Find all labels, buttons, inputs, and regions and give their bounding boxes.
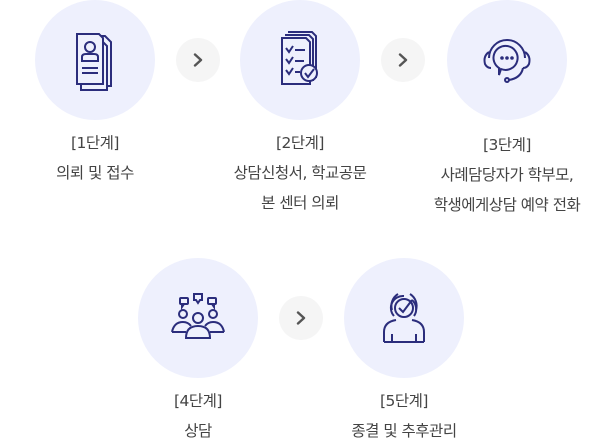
- arrow-1-2: [176, 38, 220, 82]
- step-2-label: [2단계]: [276, 134, 324, 152]
- step-5-circle: [344, 258, 464, 378]
- step-3-desc-line-2: 학생에게상담 예약 전화: [433, 196, 581, 214]
- arrow-4-5: [279, 296, 323, 340]
- step-5: [5단계] 종결 및 추후관리: [304, 258, 504, 446]
- person-check-icon: [383, 293, 425, 343]
- group-chat-icon: [171, 293, 225, 339]
- headset-chat-icon: [483, 39, 531, 83]
- step-2-desc-line-2: 본 센터 의뢰: [261, 194, 339, 212]
- step-1-label: [1단계]: [71, 134, 119, 152]
- step-5-label: [5단계]: [380, 392, 428, 410]
- step-4-circle: [138, 258, 258, 378]
- step-1: [1단계] 의뢰 및 접수: [0, 0, 195, 188]
- step-4-label: [4단계]: [174, 392, 222, 410]
- arrow-2-3: [381, 38, 425, 82]
- step-3-label: [3단계]: [483, 136, 531, 154]
- step-3-circle: [447, 0, 567, 120]
- step-2-desc-line-1: 상담신청서, 학교공문: [233, 164, 367, 182]
- step-2-circle: [240, 0, 360, 120]
- checklist-icon: [281, 31, 318, 85]
- step-1-circle: [35, 0, 155, 120]
- document-person-icon: [76, 33, 112, 91]
- step-5-desc: 종결 및 추후관리: [351, 422, 457, 440]
- step-3-desc-line-1: 사례담당자가 학부모,: [440, 166, 574, 184]
- step-3: [3단계] 사례담당자가 학부모, 학생에게상담 예약 전화: [407, 0, 602, 220]
- step-1-desc: 의뢰 및 접수: [56, 164, 134, 182]
- step-2: [2단계] 상담신청서, 학교공문 본 센터 의뢰: [200, 0, 400, 218]
- step-4-desc: 상담: [184, 422, 212, 440]
- step-4: [4단계] 상담: [98, 258, 298, 446]
